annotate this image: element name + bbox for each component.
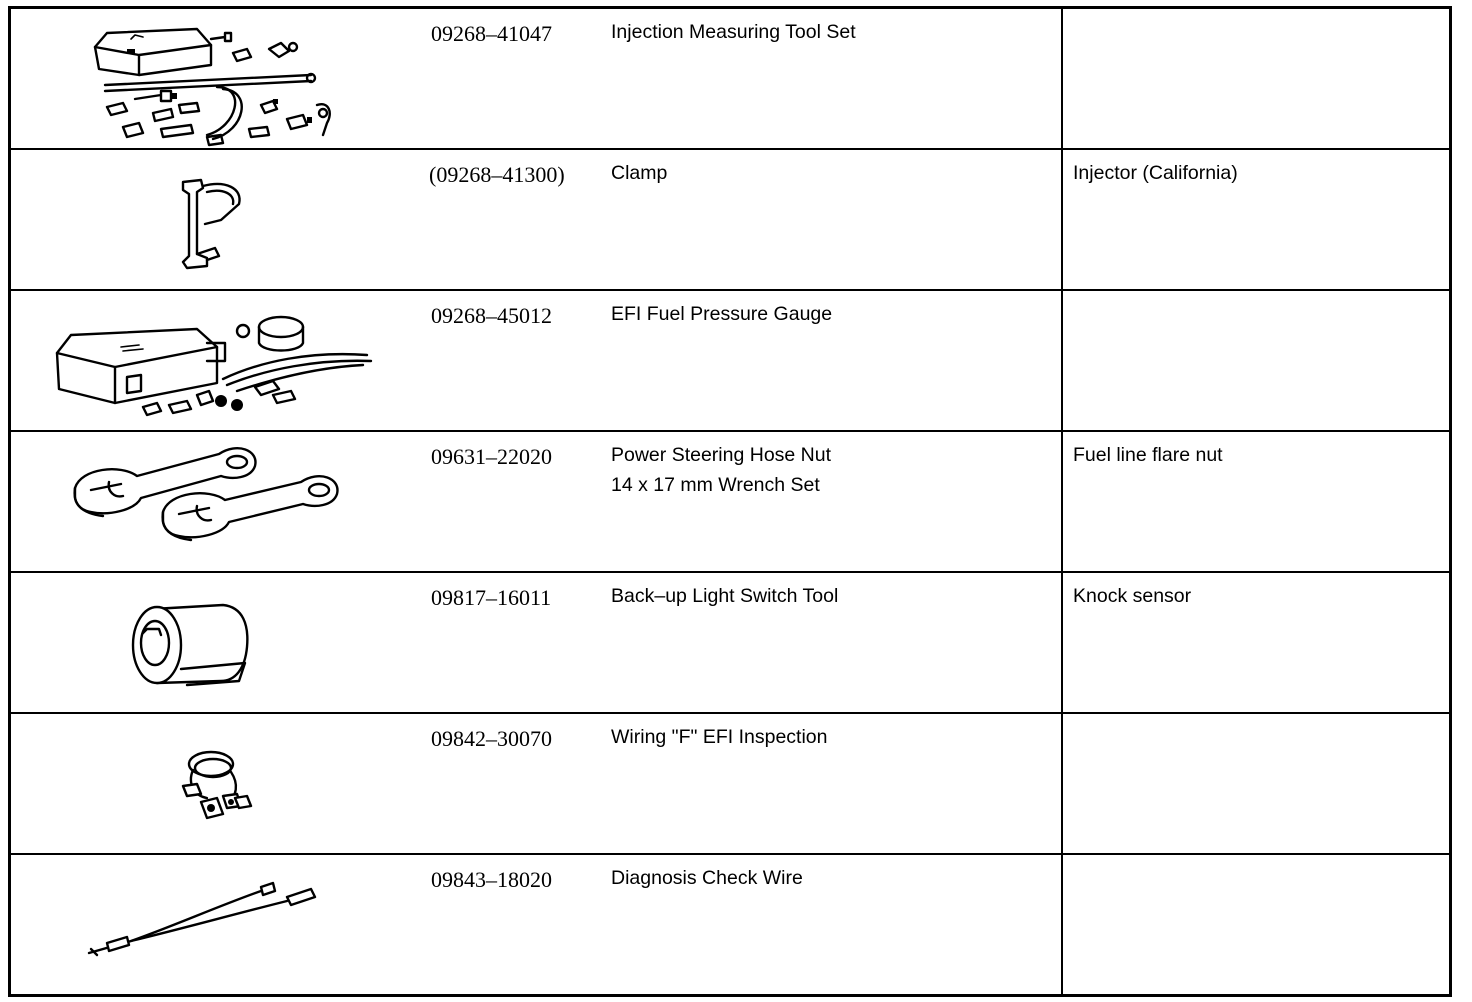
switch-socket-tool-illustration bbox=[11, 573, 421, 712]
remark-cell bbox=[1061, 712, 1452, 855]
efi-fuel-pressure-gauge-illustration bbox=[11, 291, 421, 430]
part-number: 09842–30070 bbox=[431, 726, 552, 751]
remark-text bbox=[1063, 9, 1449, 17]
injection-measuring-tool-set-illustration bbox=[11, 9, 421, 148]
inspection-wiring-illustration bbox=[11, 714, 421, 853]
remark-cell: Knock sensor bbox=[1061, 571, 1452, 714]
table-row: (09268–41300) Clamp Injector (California… bbox=[8, 148, 1452, 291]
part-name-line: Injection Measuring Tool Set bbox=[611, 21, 856, 43]
remark-cell bbox=[1061, 853, 1452, 997]
remark-cell: Fuel line flare nut bbox=[1061, 430, 1452, 573]
part-number: (09268–41300) bbox=[429, 162, 565, 187]
tool-cell: 09268–45012 EFI Fuel Pressure Gauge bbox=[8, 289, 1063, 432]
remark-text bbox=[1063, 714, 1449, 722]
remark-text: Knock sensor bbox=[1073, 585, 1192, 607]
check-wire-illustration bbox=[11, 855, 421, 994]
part-name: Clamp bbox=[611, 158, 1051, 188]
special-service-tools-table: 09268–41047 Injection Measuring Tool Set bbox=[8, 6, 1452, 997]
remark-text: Fuel line flare nut bbox=[1073, 444, 1223, 466]
part-name-line: Back–up Light Switch Tool bbox=[611, 585, 839, 607]
remark-cell: Injector (California) bbox=[1061, 148, 1452, 291]
clamp-illustration bbox=[11, 150, 421, 289]
remark-cell bbox=[1061, 289, 1452, 432]
part-name: Diagnosis Check Wire bbox=[611, 863, 1051, 893]
part-name-line: Clamp bbox=[611, 162, 668, 184]
table-row: 09631–22020 Power Steering Hose Nut 14 x… bbox=[8, 430, 1452, 573]
part-name-line: Wiring "F" EFI Inspection bbox=[611, 726, 828, 748]
part-number: 09843–18020 bbox=[431, 867, 552, 892]
part-name: Injection Measuring Tool Set bbox=[611, 17, 1051, 47]
part-name-line: EFI Fuel Pressure Gauge bbox=[611, 303, 833, 325]
part-number: 09268–45012 bbox=[431, 303, 552, 328]
part-name-line: Power Steering Hose Nut bbox=[611, 444, 832, 466]
part-name: EFI Fuel Pressure Gauge bbox=[611, 299, 1051, 329]
tool-cell: 09843–18020 Diagnosis Check Wire bbox=[8, 853, 1063, 997]
remark-text bbox=[1063, 855, 1449, 863]
remark-cell bbox=[1061, 6, 1452, 150]
part-number: 09817–16011 bbox=[431, 585, 552, 610]
remark-text bbox=[1063, 291, 1449, 299]
table-row: 09843–18020 Diagnosis Check Wire bbox=[8, 853, 1452, 997]
table-row: 09268–45012 EFI Fuel Pressure Gauge bbox=[8, 289, 1452, 432]
table-row: 09842–30070 Wiring "F" EFI Inspection bbox=[8, 712, 1452, 855]
table-row: 09817–16011 Back–up Light Switch Tool Kn… bbox=[8, 571, 1452, 714]
tool-cell: 09817–16011 Back–up Light Switch Tool bbox=[8, 571, 1063, 714]
flare-nut-wrench-set-illustration bbox=[11, 432, 421, 571]
table-row: 09268–41047 Injection Measuring Tool Set bbox=[8, 6, 1452, 150]
part-name: Back–up Light Switch Tool bbox=[611, 581, 1051, 611]
tool-cell: 09631–22020 Power Steering Hose Nut 14 x… bbox=[8, 430, 1063, 573]
part-name: Wiring "F" EFI Inspection bbox=[611, 722, 1051, 752]
part-name-line: 14 x 17 mm Wrench Set bbox=[611, 474, 820, 496]
part-number: 09268–41047 bbox=[431, 21, 552, 46]
tool-cell: 09842–30070 Wiring "F" EFI Inspection bbox=[8, 712, 1063, 855]
remark-text: Injector (California) bbox=[1073, 162, 1238, 184]
tool-cell: 09268–41047 Injection Measuring Tool Set bbox=[8, 6, 1063, 150]
tool-cell: (09268–41300) Clamp bbox=[8, 148, 1063, 291]
part-number: 09631–22020 bbox=[431, 444, 552, 469]
part-name-line: Diagnosis Check Wire bbox=[611, 867, 803, 889]
part-name: Power Steering Hose Nut 14 x 17 mm Wrenc… bbox=[611, 440, 1051, 500]
